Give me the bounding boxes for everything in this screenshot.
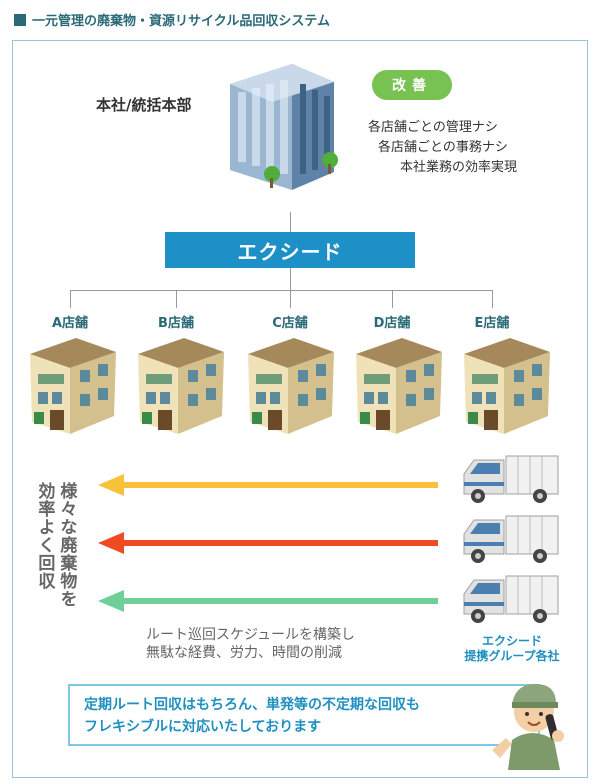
store-label-c: C店舗 <box>272 316 308 331</box>
store-a-line <box>70 290 71 308</box>
store-building-icon <box>138 338 224 434</box>
store-b-line <box>176 290 177 308</box>
side-text-col1: 様々な廃棄物を <box>56 482 77 608</box>
notice-box: 定期ルート回収はもちろん、単発等の不定期な回収も フレキシブルに対応いたしており… <box>68 684 540 746</box>
company-connector-line <box>290 268 291 290</box>
hq-label: 本社/統括本部 <box>96 96 192 114</box>
improvement-badge: 改善 <box>372 70 452 100</box>
arrow-left-icon <box>98 590 438 612</box>
improvement-line-2: 各店舗ごとの事務ナシ <box>378 140 508 155</box>
truck-icon <box>463 515 559 563</box>
truck-icon <box>463 575 559 623</box>
notice-line-1: 定期ルート回収はもちろん、単発等の不定期な回収も <box>84 697 420 713</box>
office-building-icon <box>230 64 338 190</box>
hq-connector-line <box>290 212 291 232</box>
side-text-col2: 効率よく回収 <box>34 482 55 590</box>
store-e-line <box>492 290 493 308</box>
partner-label: エクシード 提携グループ各社 <box>452 634 572 664</box>
store-label-d: D店舗 <box>373 316 411 331</box>
route-text: ルート巡回スケジュールを構築し 無駄な経費、労力、時間の削減 <box>146 626 355 662</box>
route-text-line-1: ルート巡回スケジュールを構築し <box>146 627 356 643</box>
heading-text: 一元管理の廃棄物・資源リサイクル品回収システム <box>32 14 330 29</box>
heading-square-icon <box>14 13 26 26</box>
store-c-line <box>290 290 291 308</box>
store-building-icon <box>356 338 442 434</box>
store-building-icon <box>464 338 550 434</box>
arrow-left-icon <box>98 474 438 496</box>
page-heading: 一元管理の廃棄物・資源リサイクル品回収システム <box>14 10 330 29</box>
store-bus-line <box>70 290 492 291</box>
worker-phone-icon <box>492 684 564 770</box>
improvement-line-3: 本社業務の効率実現 <box>400 160 518 175</box>
route-text-line-2: 無駄な経費、労力、時間の削減 <box>146 645 342 661</box>
store-building-icon <box>30 338 116 434</box>
improvement-line-1: 各店舗ごとの管理ナシ <box>368 120 498 135</box>
arrow-left-icon <box>98 532 438 554</box>
truck-icon <box>463 455 559 503</box>
partner-label-line-1: エクシード <box>481 634 542 648</box>
notice-line-2: フレキシブルに対応いたしております <box>84 719 322 735</box>
store-d-line <box>392 290 393 308</box>
store-label-a: A店舗 <box>51 316 89 331</box>
company-box: エクシード <box>165 232 415 268</box>
partner-label-line-2: 提携グループ各社 <box>464 649 560 663</box>
store-label-e: E店舗 <box>474 316 510 331</box>
store-label-b: B店舗 <box>158 316 194 331</box>
store-building-icon <box>248 338 334 434</box>
